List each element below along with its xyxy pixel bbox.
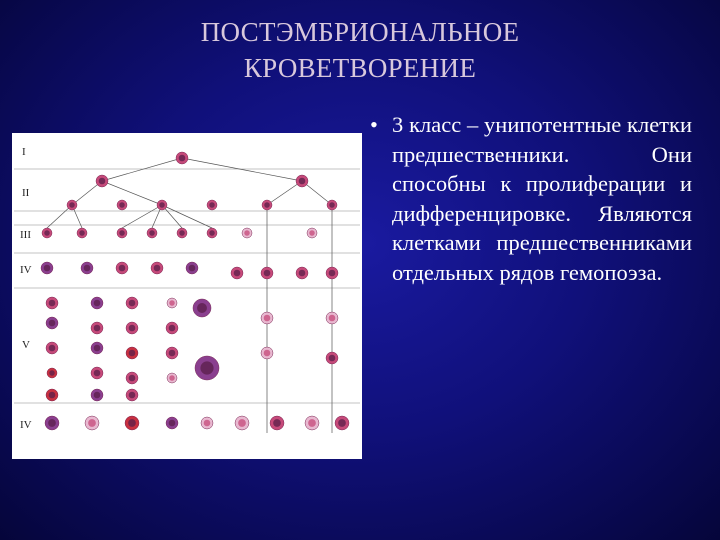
cell-nucleus-21 xyxy=(188,264,196,272)
cell-nucleus-7 xyxy=(264,202,270,208)
text-content: • 3 класс – унипотентные клетки предшест… xyxy=(370,110,692,287)
cell-nucleus-48 xyxy=(328,314,336,322)
title-line-1: ПОСТЭМБРИОНАЛЬНОЕ xyxy=(200,17,520,47)
cell-nucleus-5 xyxy=(159,202,165,208)
cell-nucleus-39 xyxy=(200,361,214,375)
cell-nucleus-9 xyxy=(44,230,50,236)
cell-nucleus-1 xyxy=(98,177,106,185)
cell-nucleus-22 xyxy=(233,269,241,277)
cell-nucleus-56 xyxy=(238,419,246,427)
cell-nucleus-17 xyxy=(43,264,51,272)
cell-nucleus-14 xyxy=(209,230,215,236)
hematopoiesis-diagram: I II III IV V IV xyxy=(12,133,362,459)
cell-nucleus-24 xyxy=(298,269,306,277)
cell-nucleus-31 xyxy=(48,319,56,327)
cell-nucleus-34 xyxy=(168,324,176,332)
cell-nucleus-57 xyxy=(273,419,281,427)
slide-title: ПОСТЭМБРИОНАЛЬНОЕ КРОВЕТВОРЕНИЕ xyxy=(0,14,720,86)
row-label-4: IV xyxy=(20,264,32,276)
lineage-lines xyxy=(46,157,333,433)
cell-nucleus-10 xyxy=(79,230,85,236)
row-label-1: I xyxy=(22,146,26,158)
body-text: 3 класс – унипотентные клетки предшестве… xyxy=(392,112,692,285)
cell-nucleus-38 xyxy=(168,349,176,357)
cell-nucleus-52 xyxy=(88,419,96,427)
cell-nucleus-27 xyxy=(93,299,101,307)
cell-nucleus-46 xyxy=(128,391,136,399)
cell-nucleus-25 xyxy=(328,269,336,277)
cell-nucleus-13 xyxy=(179,230,185,236)
cell-nucleus-36 xyxy=(93,344,101,352)
cell-nucleus-11 xyxy=(119,230,125,236)
cell-nucleus-59 xyxy=(338,419,346,427)
cell-nucleus-12 xyxy=(149,230,155,236)
cell-nucleus-28 xyxy=(128,299,136,307)
cell-nucleus-55 xyxy=(203,419,211,427)
cell-nucleus-47 xyxy=(263,314,271,322)
row-label-2: II xyxy=(22,187,30,199)
cell-nucleus-30 xyxy=(197,303,207,313)
row-label-3: III xyxy=(20,229,31,241)
cell-nucleus-2 xyxy=(298,177,306,185)
cell-nucleus-37 xyxy=(128,349,136,357)
row-label-6: IV xyxy=(20,419,32,431)
cell-nucleus-15 xyxy=(244,230,250,236)
cell-nucleus-26 xyxy=(48,299,56,307)
cell-nucleus-54 xyxy=(168,419,176,427)
cell-nucleus-19 xyxy=(118,264,126,272)
cell-nucleus-40 xyxy=(49,370,55,376)
cell-nucleus-4 xyxy=(119,202,125,208)
cell-nucleus-51 xyxy=(48,419,56,427)
cell-nucleus-33 xyxy=(128,324,136,332)
hematopoiesis-scheme-svg: I II III IV V IV xyxy=(14,146,360,433)
cell-nucleus-50 xyxy=(328,354,336,362)
cell-nucleus-32 xyxy=(93,324,101,332)
bullet-symbol: • xyxy=(370,112,378,137)
row-separators xyxy=(14,168,360,404)
cell-nucleus-45 xyxy=(93,391,101,399)
cell-nucleus-49 xyxy=(263,349,271,357)
cell-group xyxy=(40,151,350,431)
cell-nucleus-41 xyxy=(93,369,101,377)
row-label-5: V xyxy=(22,339,30,351)
cell-nucleus-58 xyxy=(308,419,316,427)
cell-nucleus-42 xyxy=(128,374,136,382)
cell-nucleus-44 xyxy=(48,391,56,399)
cell-nucleus-20 xyxy=(153,264,161,272)
cell-nucleus-53 xyxy=(128,419,136,427)
cell-nucleus-0 xyxy=(178,154,186,162)
cell-nucleus-29 xyxy=(169,300,175,306)
cell-nucleus-35 xyxy=(48,344,56,352)
cell-nucleus-6 xyxy=(209,202,215,208)
cell-nucleus-3 xyxy=(69,202,75,208)
cell-nucleus-18 xyxy=(83,264,91,272)
cell-nucleus-43 xyxy=(169,375,175,381)
cell-nucleus-8 xyxy=(329,202,335,208)
title-line-2: КРОВЕТВОРЕНИЕ xyxy=(243,53,477,83)
cell-nucleus-23 xyxy=(263,269,271,277)
cell-nucleus-16 xyxy=(309,230,315,236)
